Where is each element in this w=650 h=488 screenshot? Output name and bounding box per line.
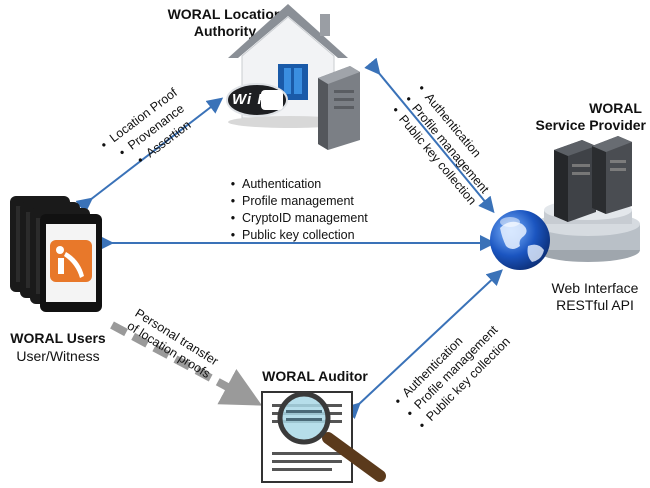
auditor-title: WORAL Auditor [262, 368, 368, 384]
service-provider-title: WORAL Service Provider [535, 100, 646, 133]
link-item: Public key collection [224, 227, 368, 244]
users-title: WORAL Users [10, 330, 106, 346]
wifi-badge-text: Wi Fi [232, 91, 273, 108]
location-authority-title: WORAL Location Authority [167, 6, 283, 39]
link-item: Profile management [224, 193, 368, 210]
service-provider-subtitle: Web Interface RESTful API [551, 280, 639, 313]
arrow-auditor-provider [343, 269, 503, 420]
link-item: Authentication [224, 176, 368, 193]
link-item: CryptoID management [224, 210, 368, 227]
wifi-icon: Wi Fi [226, 82, 288, 118]
label-users-provider: Authentication Profile management Crypto… [224, 176, 368, 244]
users-subtitle: User/Witness [16, 348, 100, 364]
arrow-users-auditor-dashed [110, 321, 263, 406]
